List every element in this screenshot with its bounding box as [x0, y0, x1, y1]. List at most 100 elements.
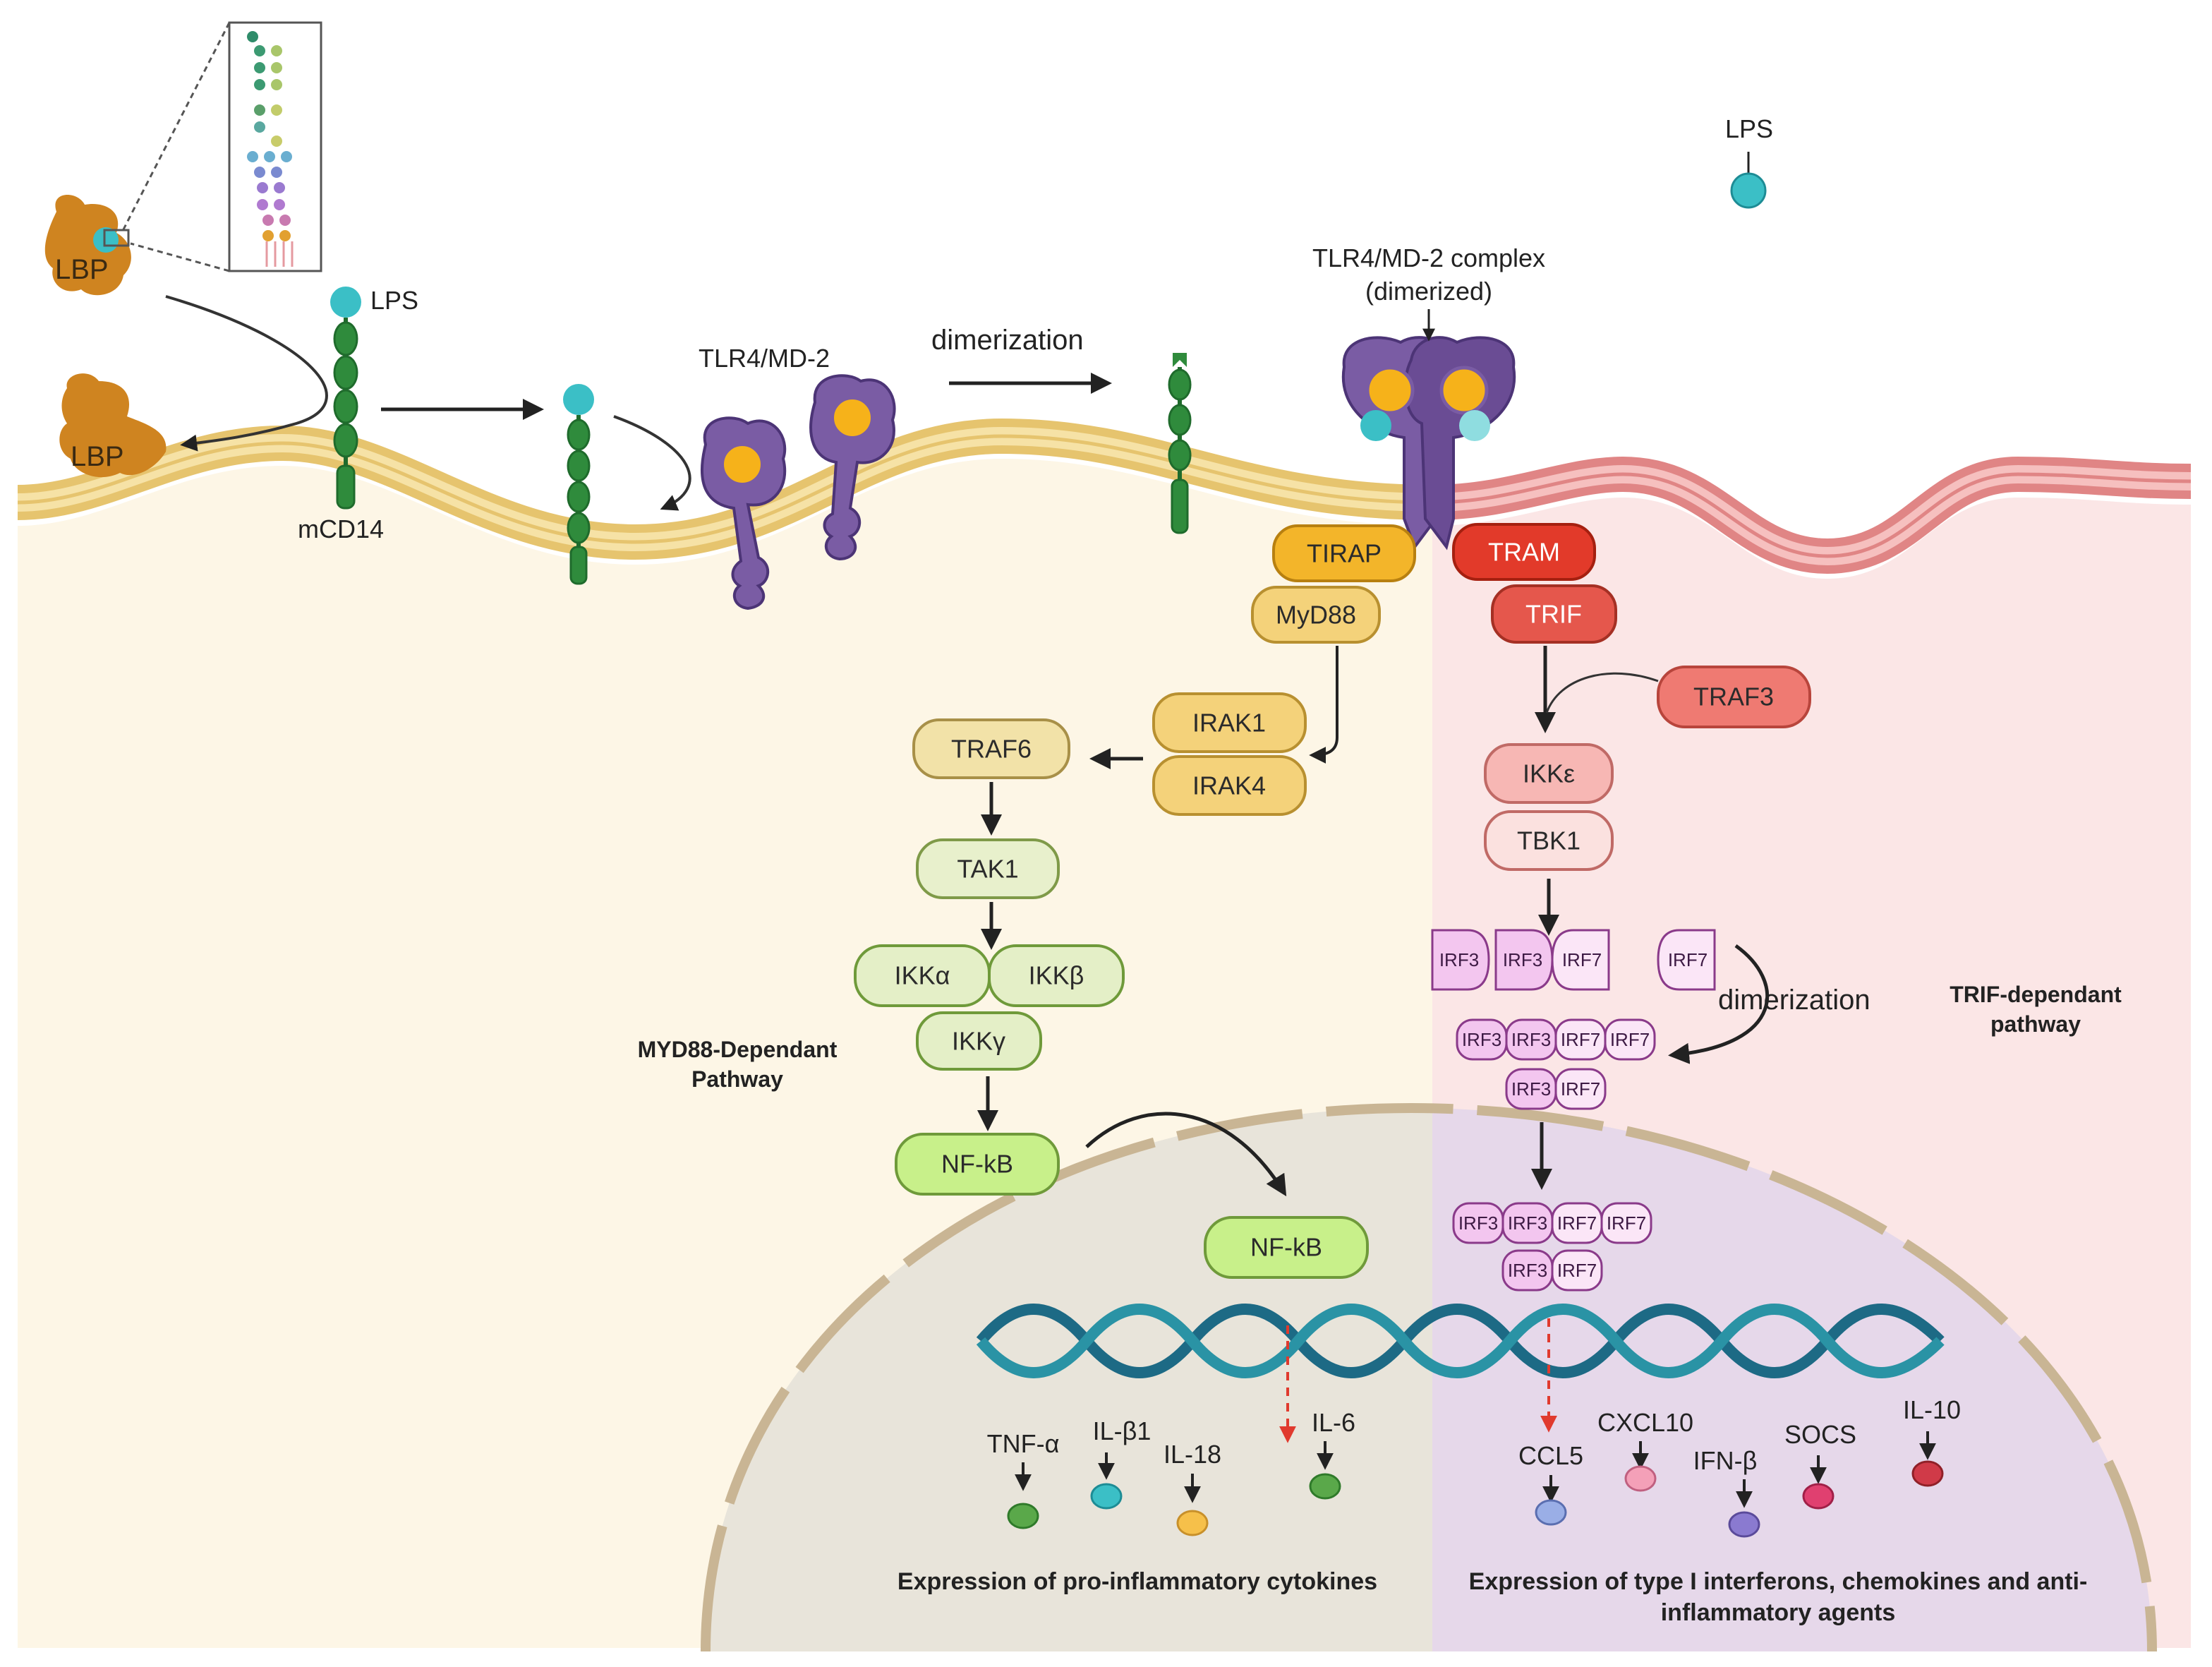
irf7-dimer-c: IRF7: [1561, 1078, 1600, 1100]
irf-dimers-cytoplasm: IRF3 IRF3 IRF7 IRF7 IRF3 IRF7: [1456, 1018, 1656, 1110]
ikk-beta-label: IKKβ: [1029, 961, 1084, 990]
chemokine-cxcl10-label: CXCL10: [1597, 1408, 1693, 1437]
traf3-label: TRAF3: [1693, 682, 1774, 711]
irf7-nuc-b: IRF7: [1607, 1212, 1646, 1234]
cytokine-tnf-alpha: TNF-α: [987, 1429, 1060, 1529]
myd88-pathway-label-2: Pathway: [691, 1066, 783, 1092]
cytokine-il-beta1: IL-β1: [1090, 1416, 1152, 1510]
trif-pathway-label-1: TRIF-dependant: [1950, 982, 2122, 1007]
dna-double-helix: [976, 1304, 1945, 1378]
irf-dimers-nucleus: IRF3 IRF3 IRF7 IRF7 IRF3 IRF7: [1452, 1202, 1652, 1292]
arrow-nfkb-translocation: [1085, 1112, 1287, 1197]
irf3-dimer-b: IRF3: [1511, 1029, 1551, 1050]
irf7-dimer-b: IRF7: [1610, 1029, 1650, 1050]
trif-label: TRIF: [1525, 600, 1582, 629]
lbp-label-top: LBP: [55, 254, 109, 285]
mcd14-label: mCD14: [298, 514, 384, 543]
mcd14-receptor-2: [563, 384, 594, 585]
traf3-node: TRAF3: [1657, 666, 1811, 728]
irf3-dimer-a: IRF3: [1462, 1029, 1501, 1050]
cytokine-il-6: IL-6: [1309, 1408, 1355, 1500]
irf3-monomer-1: IRF3: [1439, 949, 1479, 970]
nfkb-nucleus-node: NF-kB: [1204, 1216, 1369, 1279]
ikk-epsilon-label: IKKε: [1523, 759, 1575, 788]
nfkb-nucleus-label: NF-kB: [1250, 1233, 1322, 1262]
arrow-irf-dimerization: [1668, 944, 1769, 1064]
irf7-nuc-c: IRF7: [1557, 1260, 1597, 1281]
dimerization-label-irf: dimerization: [1718, 985, 1870, 1016]
tram-label: TRAM: [1488, 538, 1560, 567]
irf7-dimer-a: IRF7: [1561, 1029, 1600, 1050]
irf3-monomer-2: IRF3: [1503, 949, 1542, 970]
arrow-myd88-to-irak: [1309, 646, 1338, 764]
expression-caption-right-1: Expression of type I interferons, chemok…: [1469, 1568, 2088, 1595]
tlr4-md2-monomer-2: [809, 374, 896, 561]
irf3-nuc-c: IRF3: [1508, 1260, 1547, 1281]
ikk-alpha-label: IKKα: [895, 961, 950, 990]
complex-label-line2: (dimerized): [1365, 277, 1492, 306]
cytokine-il-10: IL-10: [1903, 1395, 1961, 1487]
irf3-nuc-a: IRF3: [1458, 1212, 1498, 1234]
ikk-beta-node: IKKβ: [988, 944, 1125, 1007]
complex-label-line1: TLR4/MD-2 complex: [1312, 243, 1545, 272]
chemokine-ccl5-label: CCL5: [1518, 1441, 1583, 1470]
arrow-traf3-join: [1545, 672, 1659, 714]
trif-pathway-label-2: pathway: [1990, 1011, 2081, 1037]
traf6-label: TRAF6: [951, 735, 1032, 764]
tram-node: TRAM: [1452, 523, 1596, 581]
tlr4-md2-label: TLR4/MD-2: [699, 344, 830, 373]
cytokine-tnf-alpha-label: TNF-α: [987, 1429, 1060, 1458]
cytokine-socs-label: SOCS: [1784, 1420, 1856, 1449]
tak1-label: TAK1: [957, 855, 1018, 884]
ikk-gamma-label: IKKγ: [952, 1027, 1005, 1056]
myd88-label: MyD88: [1276, 601, 1356, 630]
lbp-protein-bottom: [59, 373, 167, 478]
irf7-monomer-2: IRF7: [1668, 949, 1708, 970]
irf3-dimer-c: IRF3: [1511, 1078, 1551, 1100]
chemokine-cxcl10: CXCL10: [1597, 1408, 1693, 1492]
ikk-epsilon-node: IKKε: [1484, 743, 1614, 804]
tirap-node: TIRAP: [1272, 524, 1416, 582]
cytokine-ifn-beta: IFN-β: [1693, 1446, 1760, 1538]
cytokine-il-18: IL-18: [1164, 1440, 1221, 1536]
nfkb-cytoplasm-label: NF-kB: [941, 1150, 1013, 1179]
arrow-lps-to-tlr4: [613, 415, 691, 511]
cytokine-socs: SOCS: [1784, 1420, 1856, 1510]
myd88-pathway-label-1: MYD88-Dependant: [638, 1037, 838, 1062]
trif-node: TRIF: [1491, 584, 1617, 644]
dimerization-label-top: dimerization: [931, 325, 1084, 356]
chemokine-ccl5: CCL5: [1518, 1441, 1583, 1526]
plasma-membrane-left: [17, 418, 1433, 560]
irf7-monomer-1: IRF7: [1562, 949, 1602, 970]
irak1-node: IRAK1: [1152, 692, 1307, 753]
myd88-node: MyD88: [1251, 586, 1381, 644]
lbp-protein-top: [44, 195, 131, 296]
tbk1-label: TBK1: [1517, 826, 1581, 855]
irak4-node: IRAK4: [1152, 755, 1307, 816]
lps-structure-inset: [122, 21, 322, 272]
lps-label-topright: LPS: [1725, 114, 1773, 143]
traf6-node: TRAF6: [912, 718, 1070, 779]
irf7-nuc-a: IRF7: [1557, 1212, 1597, 1234]
cytokine-il-6-label: IL-6: [1312, 1408, 1355, 1437]
cytokine-il-18-label: IL-18: [1164, 1440, 1221, 1469]
lps-label-membrane: LPS: [370, 286, 418, 315]
ikk-gamma-node: IKKγ: [916, 1011, 1042, 1071]
ikk-alpha-node: IKKα: [854, 944, 991, 1007]
cytokine-il-beta1-label: IL-β1: [1093, 1416, 1152, 1445]
arrow-lbp-transfer: [165, 295, 328, 452]
lps-free-molecule: [1730, 152, 1767, 209]
lbp-label-bottom: LBP: [71, 441, 124, 472]
cytokine-il-10-label: IL-10: [1903, 1395, 1961, 1424]
cytokine-ifn-beta-label: IFN-β: [1693, 1446, 1758, 1475]
irf3-nuc-b: IRF3: [1508, 1212, 1547, 1234]
expression-caption-right-2: inflammatory agents: [1661, 1599, 1896, 1626]
plasma-membrane-right: [1432, 456, 2192, 574]
tlr4-md2-dimer-complex: [1341, 336, 1516, 550]
mcd14-receptor: [330, 287, 361, 510]
tbk1-node: TBK1: [1484, 810, 1614, 871]
tak1-node: TAK1: [916, 838, 1060, 899]
irak4-label: IRAK4: [1192, 771, 1266, 800]
irf-monomers: IRF3 IRF3 IRF7 IRF7: [1431, 929, 1716, 991]
